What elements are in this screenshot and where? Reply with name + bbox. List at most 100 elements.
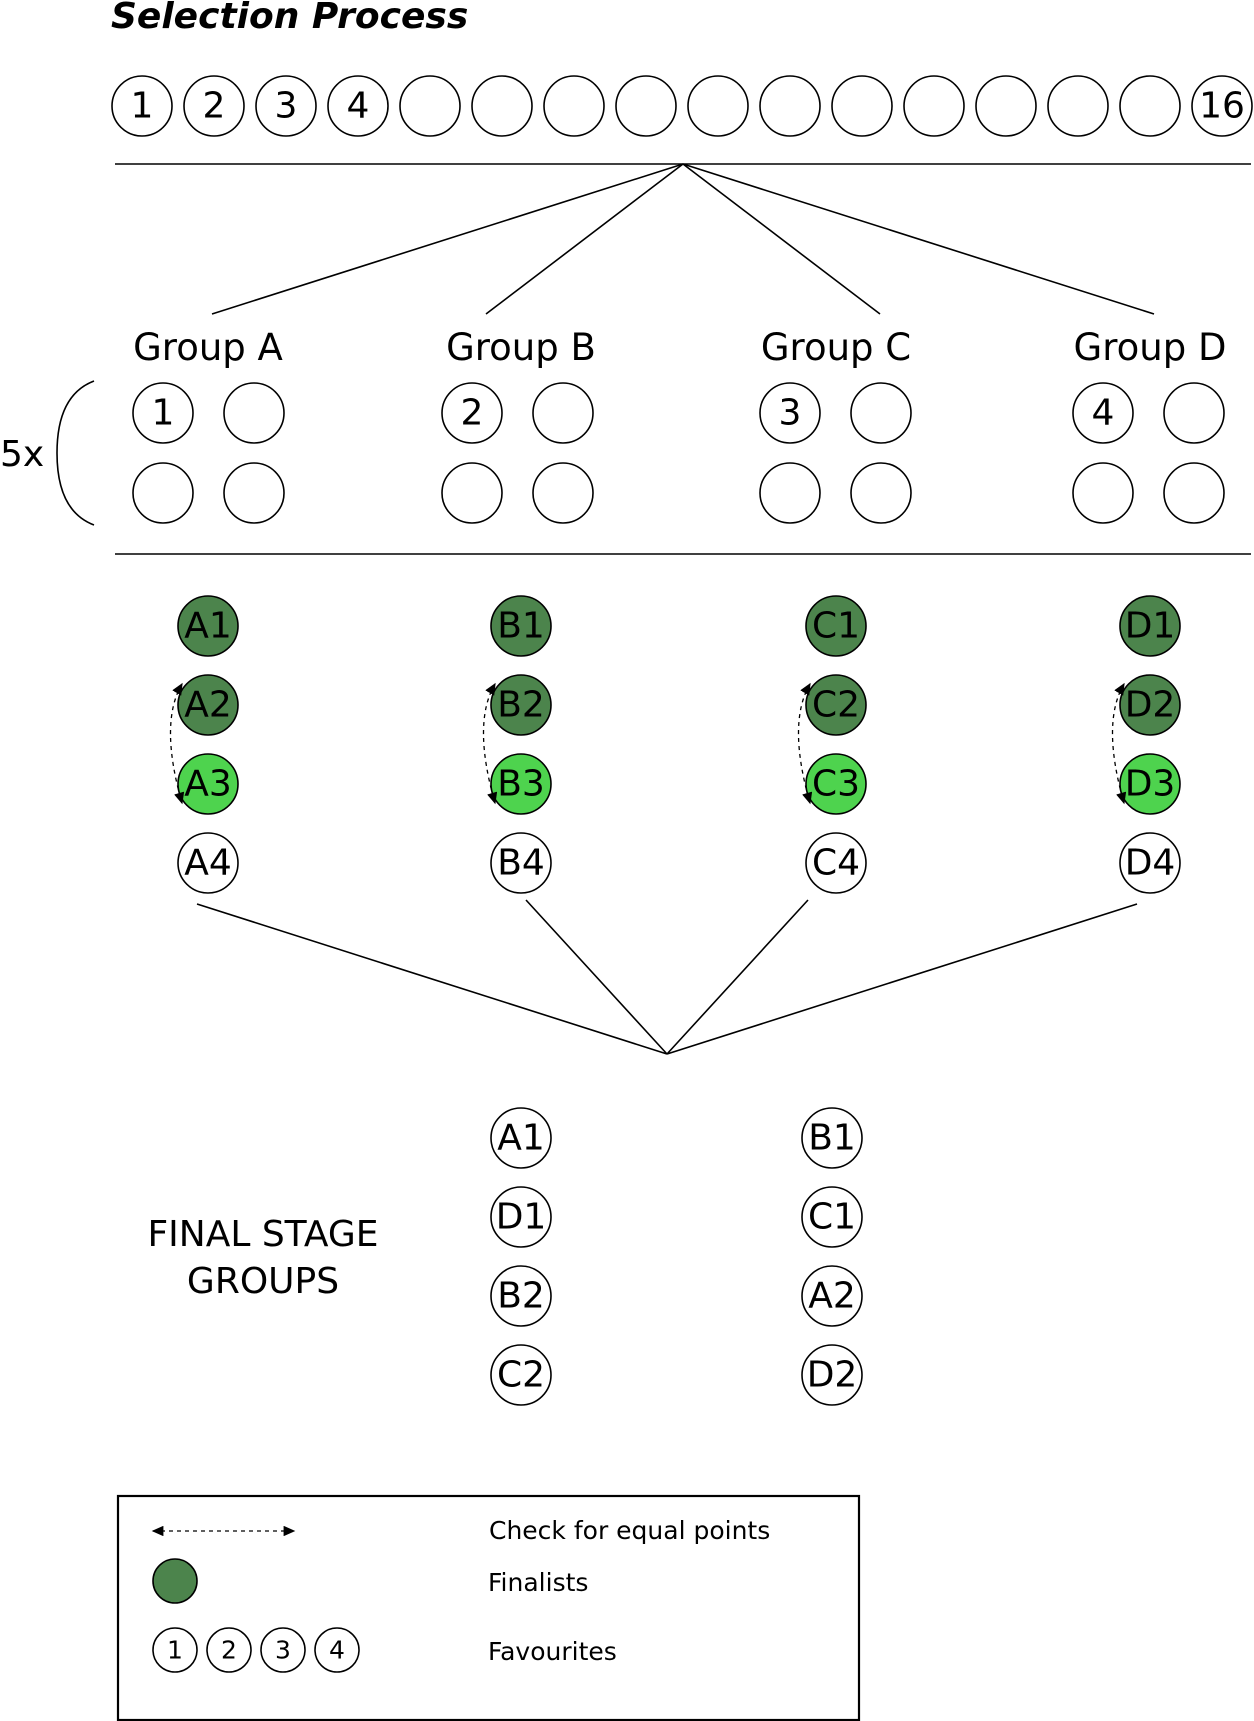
legend-favourite: 1 xyxy=(152,1627,198,1673)
pool-slot-4: 4 xyxy=(327,75,389,137)
group-slot-circle xyxy=(850,382,912,444)
group-slot xyxy=(532,462,594,524)
ranking-other-label: D4 xyxy=(1125,843,1176,884)
ranking-finalist-label: C1 xyxy=(812,606,860,647)
final-slot-circle xyxy=(490,1344,552,1406)
legend-favourite-label: 2 xyxy=(221,1636,237,1665)
ranking-finalist-label: D2 xyxy=(1125,685,1176,726)
pool-slot-11 xyxy=(831,75,893,137)
group-slot xyxy=(1163,462,1225,524)
ranking-finalist-label: B2 xyxy=(497,685,545,726)
ranking-finalist-label: B1 xyxy=(497,606,545,647)
pool-slot-14 xyxy=(1047,75,1109,137)
pool-slot-10-circle xyxy=(759,75,821,137)
ranking-tiebreak: B3 xyxy=(490,753,552,815)
ranking-other-label: C4 xyxy=(812,843,860,884)
ranking-finalist: A1 xyxy=(177,595,239,657)
pool-slot-12-circle xyxy=(903,75,965,137)
pool-slot-7 xyxy=(543,75,605,137)
group-d: Group D4 xyxy=(1072,326,1227,524)
final-slot: B2 xyxy=(490,1265,552,1327)
group-b: Group B2 xyxy=(441,326,596,524)
pool-slot-15 xyxy=(1119,75,1181,137)
ranking-finalist-label: D1 xyxy=(1125,606,1176,647)
ranking-other: B4 xyxy=(490,832,552,894)
merge-connectors xyxy=(196,899,1138,1055)
ranking-other: D4 xyxy=(1119,832,1181,894)
pool-slot-4-label: 4 xyxy=(347,86,370,127)
equal-points-check-arrow xyxy=(169,682,185,805)
pool-slot-15-circle xyxy=(1119,75,1181,137)
ranking-other-label: A4 xyxy=(184,843,232,884)
legend-favourite-circle xyxy=(152,1627,198,1673)
ranking-finalist-circle xyxy=(490,595,552,657)
group-slot-circle xyxy=(223,462,285,524)
ranking-tiebreak: C3 xyxy=(805,753,867,815)
ranking-finalist-label: A2 xyxy=(184,685,232,726)
ranking-tiebreak: A3 xyxy=(177,753,239,815)
final-slot-label: D1 xyxy=(496,1197,547,1238)
final-slot-circle xyxy=(801,1186,863,1248)
final-slot-label: C2 xyxy=(497,1355,545,1396)
group-slot-label: 1 xyxy=(152,393,175,434)
legend-label-favourites: Favourites xyxy=(488,1637,617,1666)
group-slot-circle xyxy=(1072,462,1134,524)
pool-slot-10 xyxy=(759,75,821,137)
legend-favourite-circle xyxy=(314,1627,360,1673)
pool-slot-14-circle xyxy=(1047,75,1109,137)
final-slot: D1 xyxy=(490,1186,552,1248)
group-c: Group C 3 xyxy=(759,326,912,524)
repeat-bracket xyxy=(56,380,95,526)
group-slot-label: 2 xyxy=(461,393,484,434)
pool-slot-2-label: 2 xyxy=(203,86,226,127)
legend-favourite-circle xyxy=(260,1627,306,1673)
group-name: Group D xyxy=(1074,326,1227,369)
group-slot xyxy=(850,382,912,444)
group-slot xyxy=(132,462,194,524)
final-slot-label: B1 xyxy=(808,1118,856,1159)
pool-slot-3-label: 3 xyxy=(275,86,298,127)
pool-slot-13 xyxy=(975,75,1037,137)
group-slot xyxy=(441,462,503,524)
group-a: Group A1 xyxy=(132,326,285,524)
pool-slot-2: 2 xyxy=(183,75,245,137)
ranking-finalist-label: C2 xyxy=(812,685,860,726)
final-slot-label: A1 xyxy=(497,1118,545,1159)
ranking-finalist-circle xyxy=(805,595,867,657)
ranking-other: A4 xyxy=(177,832,239,894)
group-slot-circle xyxy=(1072,382,1134,444)
group-slot-circle xyxy=(532,462,594,524)
legend-favourite: 4 xyxy=(314,1627,360,1673)
legend-label-finalists: Finalists xyxy=(488,1568,588,1597)
pool-slot-16-label: 16 xyxy=(1199,86,1245,127)
legend-favourite-circle xyxy=(206,1627,252,1673)
pool-slot-16: 16 xyxy=(1191,75,1253,137)
ranking-tiebreak-label: C3 xyxy=(812,764,860,805)
group-name: Group C xyxy=(761,326,911,369)
group-slot xyxy=(850,462,912,524)
final-slot: C2 xyxy=(490,1344,552,1406)
legend-favourite-label: 1 xyxy=(167,1636,183,1665)
ranking-tiebreak: D3 xyxy=(1119,753,1181,815)
ranking-tiebreak-label: A3 xyxy=(184,764,232,805)
group-slot xyxy=(223,382,285,444)
final-slot-circle xyxy=(801,1344,863,1406)
equal-points-check-arrow xyxy=(482,682,498,805)
pool-slot-2-circle xyxy=(183,75,245,137)
group-slot-circle xyxy=(132,462,194,524)
final-slot: A2 xyxy=(801,1265,863,1327)
group-slot-label: 3 xyxy=(779,393,802,434)
legend-box xyxy=(116,1494,861,1721)
ranking-other: C4 xyxy=(805,832,867,894)
final-slot-circle xyxy=(801,1265,863,1327)
group-slot xyxy=(1163,382,1225,444)
final-slot-circle xyxy=(490,1186,552,1248)
pool-slot-11-circle xyxy=(831,75,893,137)
group-slot-circle xyxy=(223,382,285,444)
